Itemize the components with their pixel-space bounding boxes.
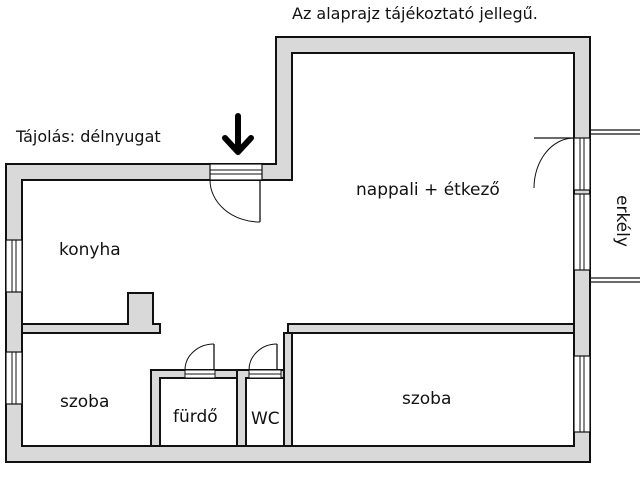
- partition-wall-horizontal: [21, 292, 161, 334]
- living-window: [573, 193, 591, 271]
- room-label-bathroom: fürdő: [173, 407, 218, 427]
- room-label-wc: WC: [251, 409, 280, 429]
- balcony-outline: [590, 129, 640, 283]
- room-label-bedroom-right: szoba: [402, 389, 452, 409]
- outer-walls: [5, 36, 591, 463]
- entrance-door-swing: [209, 179, 261, 223]
- balcony-door-swing: [533, 137, 575, 189]
- bedroom-right-window: [573, 355, 591, 433]
- partition-wall-horizontal-right: [287, 323, 575, 334]
- arrow-down-icon: [222, 113, 254, 155]
- entrance-opening: [209, 163, 263, 181]
- partition-wall-wc-bedroom: [283, 332, 293, 447]
- kitchen-window: [5, 239, 23, 293]
- balcony-door: [573, 137, 591, 191]
- room-label-bedroom-left: szoba: [60, 392, 110, 412]
- wc-door-swing: [248, 343, 278, 371]
- bedroom-left-window: [5, 351, 23, 405]
- orientation-text: Tájolás: délnyugat: [16, 127, 161, 146]
- disclaimer-text: Az alaprajz tájékoztató jellegű.: [292, 4, 538, 23]
- bathroom-door-swing: [184, 343, 215, 371]
- room-label-kitchen: konyha: [59, 240, 121, 260]
- room-label-living-dining: nappali + étkező: [356, 180, 500, 200]
- room-label-balcony: erkély: [612, 195, 632, 247]
